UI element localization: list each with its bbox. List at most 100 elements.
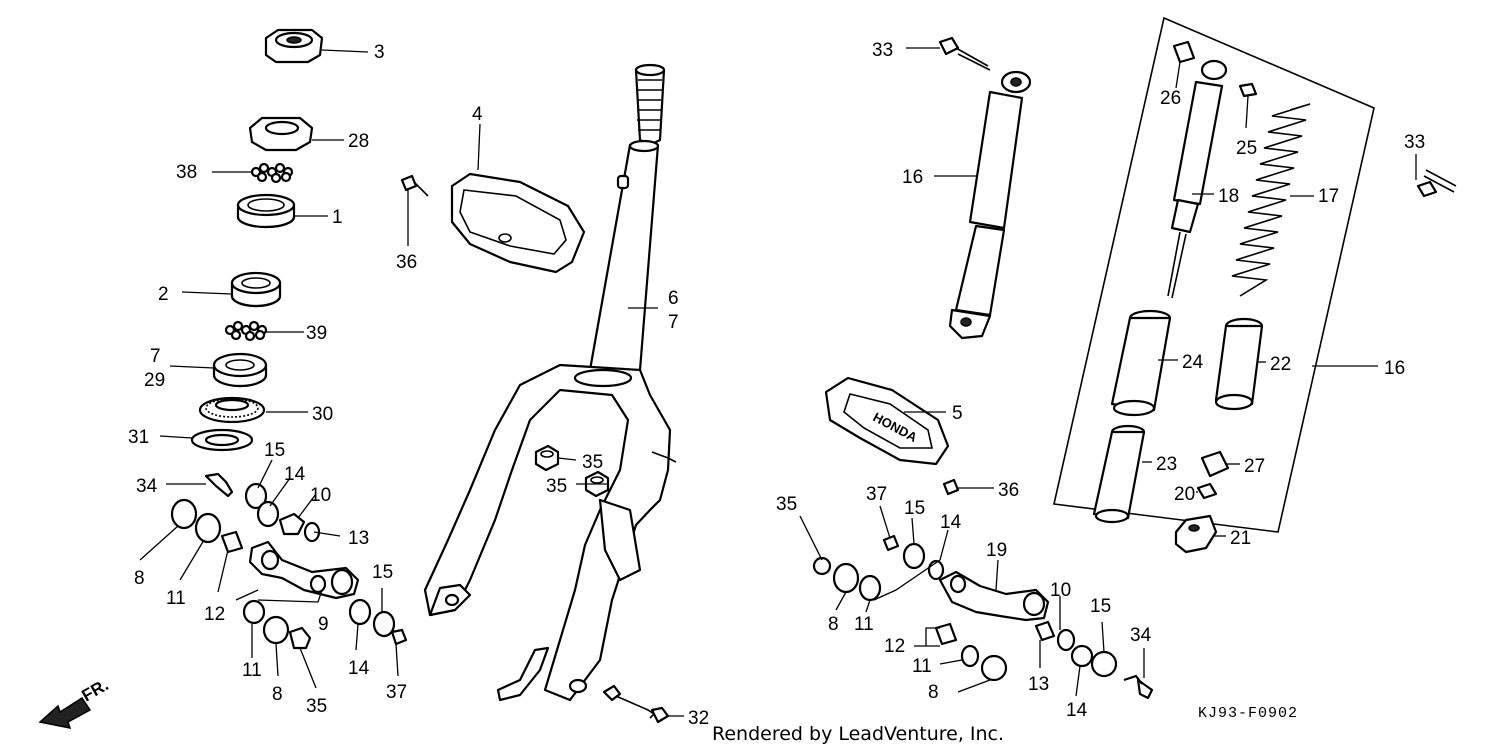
bolt-32-part: [602, 684, 670, 724]
part-number-label: 33: [1404, 132, 1425, 153]
part-number-label: 5: [952, 403, 963, 424]
part-number-label: 34: [1130, 625, 1152, 646]
part-number-label: 14: [284, 464, 306, 485]
spring-17-part: [1231, 103, 1311, 297]
part-number-label: 3: [374, 42, 385, 63]
shock-exploded-box: [1053, 16, 1375, 533]
part-number-label: 14: [940, 512, 962, 533]
part-number-label: 7: [668, 312, 679, 333]
washer-part: [190, 428, 254, 452]
part-number-label: 13: [1028, 674, 1049, 695]
part-number-label: 32: [688, 708, 709, 729]
part-number-label: 35: [582, 452, 603, 473]
credit-text: Rendered by LeadVenture, Inc.: [712, 723, 1004, 745]
part-number-label: 13: [348, 528, 369, 549]
part-number-label: 4: [472, 104, 483, 125]
part-number-label: 11: [242, 660, 262, 681]
sleeve-22-part: [1214, 317, 1264, 411]
part-number-label: 8: [134, 568, 145, 589]
nut-35-upper: [534, 444, 560, 472]
part-number-label: 6: [668, 288, 679, 309]
part-number-label: 14: [348, 658, 370, 679]
part-number-label: 18: [1218, 186, 1239, 207]
front-fork-part: [423, 63, 677, 702]
steel-balls-upper: [250, 162, 294, 184]
part-number-label: 23: [1156, 454, 1177, 475]
part-number-label: 35: [546, 476, 567, 497]
joint-21-part: [1174, 514, 1218, 554]
part-number-label: 24: [1182, 352, 1204, 373]
part-number-label: 15: [264, 440, 285, 461]
part-number-label: 8: [272, 684, 283, 705]
shock-absorber-part: [948, 70, 1032, 340]
part-number-label: 30: [312, 404, 333, 425]
part-number-label: 15: [1090, 596, 1111, 617]
part-number-label: 12: [204, 604, 225, 625]
lock-nut-part: [264, 28, 324, 64]
part-number-label: 31: [128, 427, 149, 448]
part-number-label: 38: [176, 162, 197, 183]
screw-36-part: [400, 174, 429, 197]
part-number-label: 37: [866, 484, 887, 505]
top-ball-race-part: [230, 271, 282, 308]
part-number-label: 12: [884, 636, 905, 657]
dust-seal-part: [198, 396, 266, 424]
part-number-label: 25: [1236, 138, 1257, 159]
part-number-label: 11: [166, 588, 186, 609]
part-number-label: 37: [386, 682, 407, 703]
part-number-label: 35: [776, 494, 797, 515]
part-number-label: 36: [998, 480, 1019, 501]
part-number-label: 10: [1050, 580, 1071, 601]
fork-cover-part: [450, 172, 586, 274]
part-number-label: 15: [372, 562, 393, 583]
collar-26-part: [1172, 40, 1196, 64]
part-number-label: 14: [1066, 700, 1088, 721]
part-number-label: 27: [1244, 456, 1265, 477]
part-number-label: 34: [136, 476, 158, 497]
damper-18-part: [1167, 59, 1228, 299]
bolt-33-upper: [938, 36, 991, 71]
leader-lines: [139, 47, 1417, 717]
right-fork-cover-part: HONDA: [824, 376, 950, 466]
tube-23-part: [1092, 424, 1146, 524]
part-number-label: 11: [854, 614, 874, 635]
part-number-label: 35: [306, 696, 327, 717]
part-number-label: 8: [828, 614, 839, 635]
part-number-label: 1: [332, 207, 343, 228]
bolt-33-right: [1416, 169, 1457, 198]
part-number-label: 9: [318, 614, 329, 635]
part-number-label: 29: [144, 370, 165, 391]
part-number-label: 10: [310, 485, 331, 506]
part-number-label: 19: [986, 540, 1007, 561]
diagram-code: KJ93-F0902: [1198, 705, 1298, 722]
part-number-label: 33: [872, 40, 893, 61]
part-number-label: 26: [1160, 88, 1181, 109]
nut-20-part: [1196, 482, 1218, 500]
sleeve-24-part: [1110, 309, 1172, 417]
part-number-label: 7: [150, 346, 161, 367]
part-number-label: 16: [1384, 358, 1405, 379]
part-number-label: 36: [396, 252, 417, 273]
steel-balls-lower: [224, 320, 268, 342]
bottom-ball-race-part: [212, 352, 268, 388]
front-direction-arrow-icon: FR.: [38, 675, 112, 729]
adjust-nut-part: [248, 116, 314, 152]
part-number-label: 11: [912, 656, 932, 677]
top-cone-race-part: [236, 193, 296, 229]
part-number-label: 2: [158, 284, 169, 305]
part-number-label: 8: [928, 682, 939, 703]
part-number-label: 39: [306, 323, 327, 344]
part-number-label: 20: [1174, 484, 1195, 505]
screw-36-right: [942, 478, 960, 496]
part-number-label: 15: [904, 498, 925, 519]
part-number-label: 21: [1230, 528, 1251, 549]
rubber-27-part: [1200, 450, 1230, 478]
part-number-label: 17: [1318, 186, 1339, 207]
part-number-label: 28: [348, 131, 369, 152]
right-link-assembly: [812, 534, 1154, 700]
bushing-25-part: [1238, 82, 1258, 98]
part-number-label: 22: [1270, 354, 1291, 375]
left-link-assembly: [170, 472, 408, 650]
